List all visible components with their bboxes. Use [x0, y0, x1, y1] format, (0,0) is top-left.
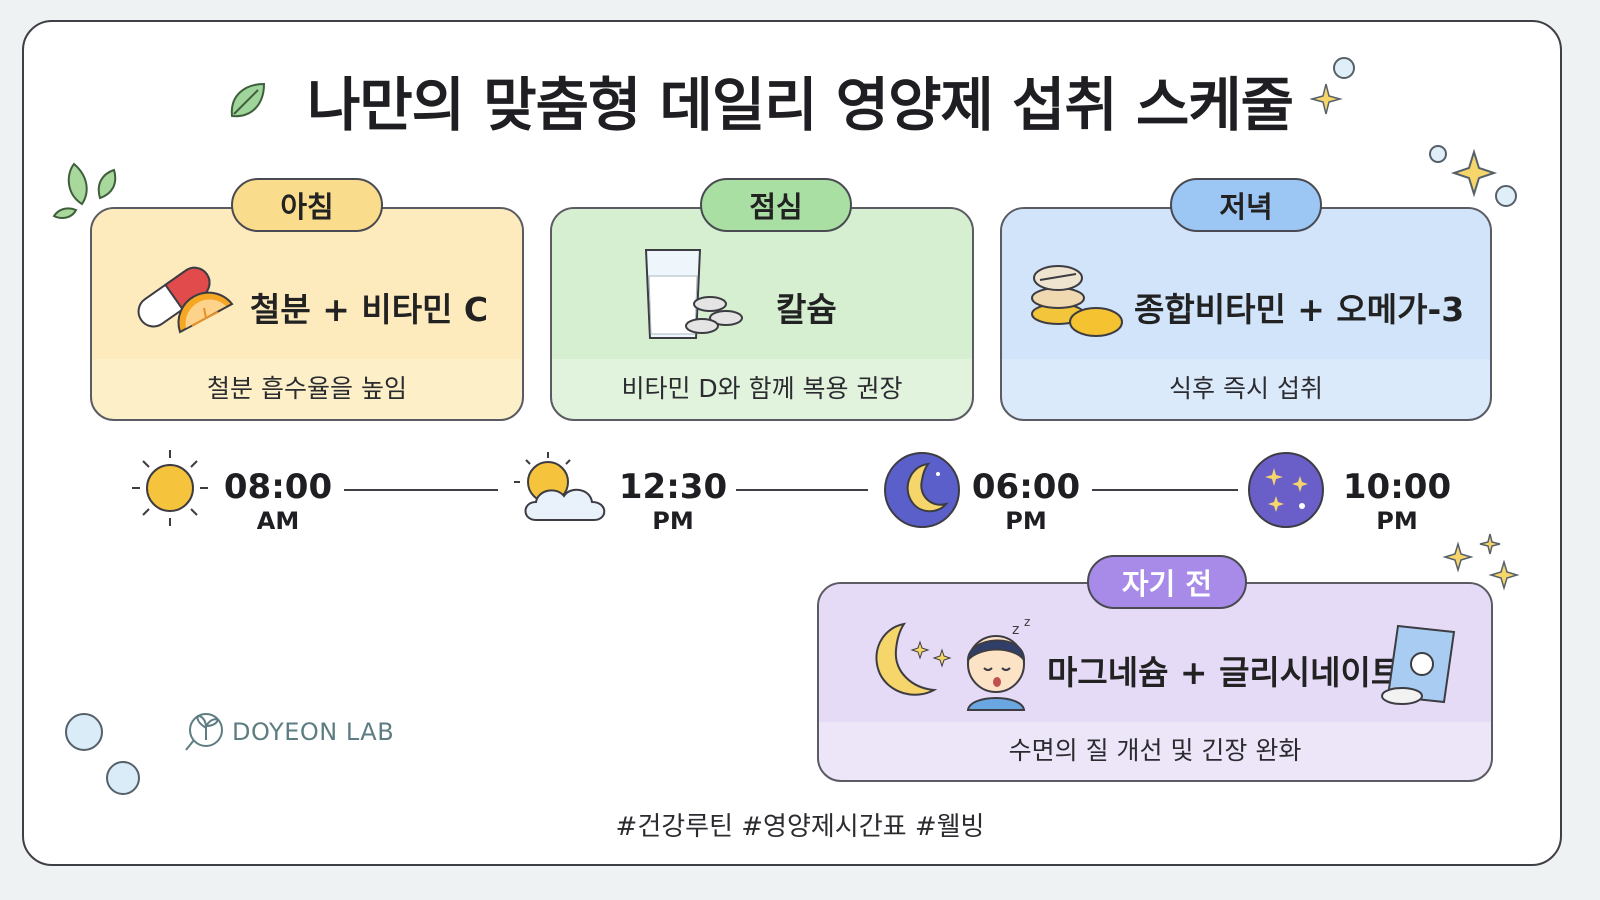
time-value: 08:00	[223, 467, 333, 507]
time-period: PM	[1376, 507, 1418, 535]
milk-calcium-icon	[644, 249, 743, 339]
time-period: PM	[652, 507, 694, 535]
time-value: 12:30	[618, 467, 728, 507]
morning-supplement: 철분 + 비타민 C	[250, 290, 489, 329]
timeline-time-0: 08:00 AM	[222, 468, 334, 536]
moon-sleep-icon: z z	[875, 616, 1030, 711]
lunch-supplement: 칼슘	[776, 290, 837, 329]
time-period: AM	[256, 507, 300, 535]
bedtime-card: 수면의 질 개선 및 긴장 완화 마그네슘 + 글리시네이트	[817, 582, 1493, 782]
pills-omega-icon	[1031, 265, 1123, 337]
sprout-logo-icon	[185, 713, 223, 751]
leaf-icon	[230, 82, 266, 118]
capsule-orange-icon	[137, 266, 234, 334]
svg-text:z: z	[1024, 616, 1030, 629]
sun-cloud-icon	[514, 452, 606, 521]
lunch-card: 비타민 D와 함께 복용 권장 칼슘	[550, 207, 974, 421]
dinner-supplement: 종합비타민 + 오메가-3	[1134, 290, 1465, 329]
morning-note: 철분 흡수율을 높임	[207, 374, 407, 403]
page-title: 나만의 맞춤형 데일리 영양제 섭취 스케줄	[306, 71, 1294, 139]
timeline-time-2: 06:00 PM	[970, 468, 1082, 536]
lunch-note: 비타민 D와 함께 복용 권장	[621, 374, 903, 403]
timeline-time-1: 12:30 PM	[617, 468, 729, 536]
time-period: PM	[1005, 507, 1047, 535]
timeline-time-3: 10:00 PM	[1341, 468, 1453, 536]
hashtags: #건강루틴 #영양제시간표 #웰빙	[615, 812, 985, 842]
bedtime-label: 자기 전	[1087, 555, 1247, 609]
supplement-packet-icon	[1381, 624, 1456, 705]
svg-text:z: z	[1012, 622, 1019, 638]
lunch-label: 점심	[700, 178, 852, 232]
dinner-note: 식후 즉시 섭취	[1169, 374, 1323, 403]
time-value: 06:00	[971, 467, 1081, 507]
sparkles-icon	[1442, 533, 1520, 591]
brand-name: DOYEON LAB	[232, 718, 395, 746]
time-value: 10:00	[1342, 467, 1452, 507]
timeline-connector	[736, 489, 868, 491]
timeline-connector	[344, 489, 498, 491]
night-stars-icon	[1248, 452, 1324, 528]
bubbles-icon	[65, 713, 140, 795]
sun-icon	[132, 450, 208, 526]
bedtime-note: 수면의 질 개선 및 긴장 완화	[1008, 736, 1302, 765]
lunch-card-header	[552, 209, 972, 359]
morning-card-header	[92, 209, 522, 359]
sparkle-icon	[1310, 57, 1355, 115]
sparkles-icon	[1429, 145, 1517, 207]
leaves-icon	[52, 162, 117, 219]
timeline-connector	[1092, 489, 1238, 491]
dinner-label: 저녁	[1170, 178, 1322, 232]
bedtime-supplement: 마그네슘 + 글리시네이트	[1047, 653, 1402, 692]
morning-label: 아침	[231, 178, 383, 232]
moon-icon	[884, 452, 960, 528]
